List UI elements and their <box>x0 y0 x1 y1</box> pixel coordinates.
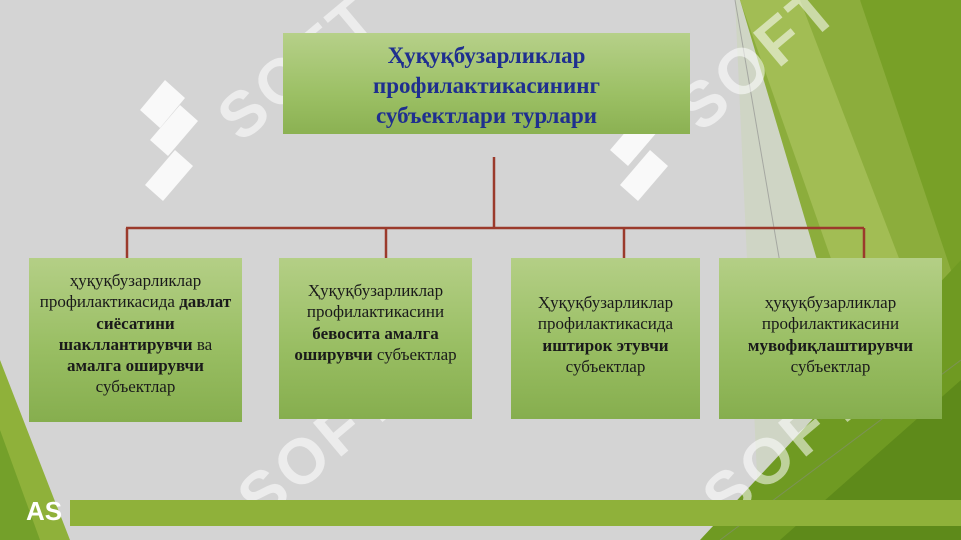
box-1-text: ҳуқуқбузарликлар профилактикасида давлат… <box>40 271 231 396</box>
box-plain-text: субъектлар <box>95 377 176 397</box>
box-plain-text: Ҳуқуқбузарликлар профилактикасини <box>306 281 445 322</box>
title-line-1: Ҳуқуқбузарликлар <box>387 43 586 68</box>
box-bold-text: бевосита амалга оширувчи <box>294 323 439 364</box>
box-bold-text: амалга оширувчи <box>67 356 204 375</box>
box-plain-text: субъектлар <box>790 356 871 376</box>
box-plain-text: субъектлар <box>565 356 646 376</box>
box-2-text: Ҳуқуқбузарликлар профилактикасини бевоси… <box>294 281 456 364</box>
footer-bar <box>70 500 961 526</box>
title-line-2: профилактикасининг <box>373 72 600 98</box>
box-plain-text: ва <box>192 334 213 354</box>
subject-box-3: Ҳуқуқбузарликлар профилактикасида иштиро… <box>511 258 700 419</box>
box-plain-text: ҳуқуқбузарликлар профилактикасини <box>761 293 900 334</box>
box-bold-text: иштирок этувчи <box>542 335 669 355</box>
brand-logo: AS <box>26 496 63 526</box>
box-plain-text: ҳуқуқбузарликлар профилактикасида <box>39 271 202 312</box>
title-line-3: субъектлари турлари <box>376 102 597 128</box>
box-bold-text: давлат сиёсатини шакллантирувчи <box>58 292 232 354</box>
box-bold-text: мувофиқлаштирувчи <box>747 335 914 355</box>
box-plain-text: Ҳуқуқбузарликлар профилактикасида <box>537 293 674 334</box>
subject-box-2: Ҳуқуқбузарликлар профилактикасини бевоси… <box>279 258 472 419</box>
box-plain-text: субъектлар <box>372 344 457 364</box>
box-4-text: ҳуқуқбузарликлар профилактикасини мувофи… <box>748 293 913 376</box>
diagram-title-box: Ҳуқуқбузарликлар профилактикасининг субъ… <box>283 33 690 134</box>
subject-box-1: ҳуқуқбузарликлар профилактикасида давлат… <box>29 258 242 422</box>
box-3-text: Ҳуқуқбузарликлар профилактикасида иштиро… <box>538 293 673 376</box>
subject-box-4: ҳуқуқбузарликлар профилактикасини мувофи… <box>719 258 942 419</box>
